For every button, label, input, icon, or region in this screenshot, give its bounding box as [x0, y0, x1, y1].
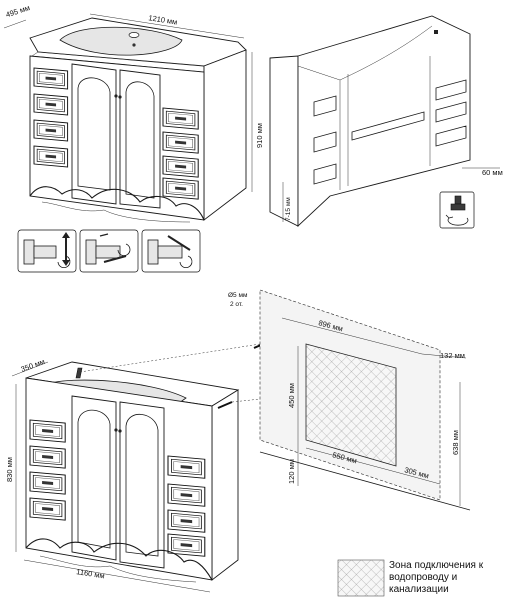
frame-dimensions: 7-15 мм 60 мм — [282, 167, 503, 222]
frame-open-view — [269, 15, 471, 228]
hinge-adjustment-details — [17, 229, 201, 273]
top-depth-label: 495 мм — [5, 3, 31, 19]
screw-count-label: 2 от. — [230, 301, 243, 308]
mount-height-label: 638 мм — [451, 430, 460, 455]
bottom-depth-label: 350 мм — [20, 357, 46, 374]
bottom-width-label: 1160 мм — [76, 567, 106, 580]
vanity-top-assembled — [29, 17, 247, 223]
legend-line-2: водопроводу и — [389, 572, 458, 583]
legend-line-3: канализации — [389, 584, 449, 595]
vanity-bottom-assembled — [25, 361, 240, 583]
top-width-label: 1210 мм — [148, 13, 178, 26]
legend-swatch — [337, 559, 385, 597]
floor-offset-label: 120 мм — [287, 459, 296, 484]
adjustable-foot-detail — [439, 191, 475, 229]
hinge-detail-1 — [17, 229, 77, 273]
wall-dimensions: Ø5 мм 2 от. 896 мм 132 мм 638 мм 450 мм … — [228, 292, 467, 506]
top-height-label: 910 мм — [255, 123, 264, 148]
legend: Зона подключения к водопроводу и канализ… — [389, 560, 507, 596]
hinge-detail-2 — [79, 229, 139, 273]
connection-zone-area — [305, 343, 397, 467]
bottom-height-label: 830 мм — [5, 457, 14, 482]
zone-height-label: 450 мм — [287, 383, 296, 408]
screw-diameter-label: Ø5 мм — [228, 292, 248, 299]
wall-plan — [259, 289, 471, 511]
edge-offset-label: 132 мм — [440, 351, 465, 360]
hinge-detail-3 — [141, 229, 201, 273]
back-offset-label: 60 мм — [482, 168, 503, 177]
legend-line-1: Зона подключения к — [389, 560, 484, 571]
base-gap-label: 7-15 мм — [285, 197, 292, 221]
